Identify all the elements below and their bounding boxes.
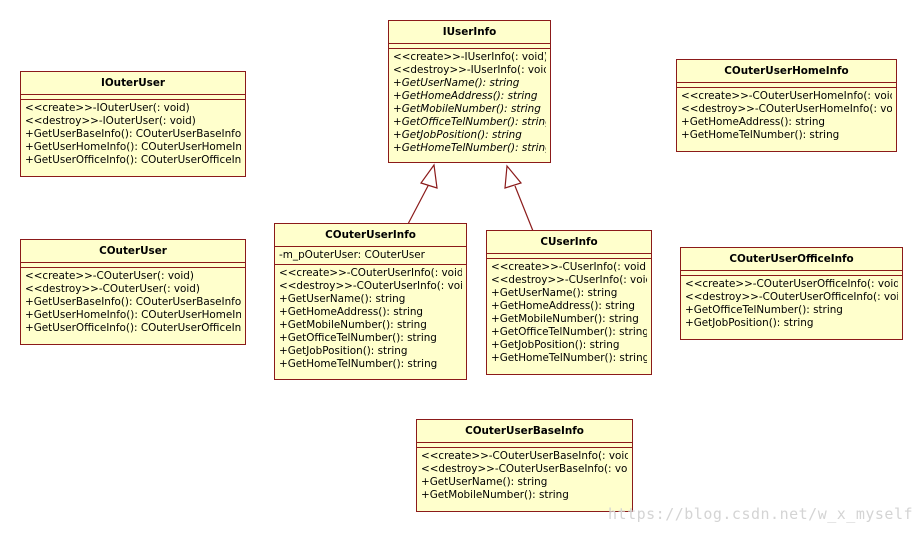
attributes-section	[417, 443, 632, 448]
class-name: COuterUserOfficeInfo	[681, 248, 902, 271]
class-couteruser[interactable]: COuterUser <<create>>-COuterUser(: void)…	[20, 239, 246, 345]
attributes-section	[487, 254, 651, 259]
class-name: COuterUserBaseInfo	[417, 420, 632, 443]
class-couteruserbaseinfo[interactable]: COuterUserBaseInfo <<create>>-COuterUser…	[416, 419, 633, 512]
class-couteruserhomeinfo[interactable]: COuterUserHomeInfo <<create>>-COuterUser…	[676, 59, 897, 152]
class-name: IOuterUser	[21, 72, 245, 95]
method-item: +GetUserBaseInfo(): COuterUserBaseInfo	[25, 128, 241, 140]
method-item: +GetJobPosition(): string	[685, 317, 814, 329]
methods-section: <<create>>-IUserInfo(: void)<<destroy>>-…	[389, 49, 550, 157]
method-item: <<destroy>>-IUserInfo(: void)	[393, 64, 546, 76]
method-item: +GetHomeAddress(): string	[393, 90, 538, 102]
method-item: <<create>>-IUserInfo(: void)	[393, 51, 546, 63]
method-item: +GetUserName(): string	[491, 287, 618, 299]
attributes-section	[681, 271, 902, 276]
method-item: <<create>>-IOuterUser(: void)	[25, 102, 190, 114]
method-item: +GetJobPosition(): string	[279, 345, 408, 357]
methods-section: <<create>>-COuterUserOfficeInfo(: void)<…	[681, 276, 902, 332]
method-item: +GetHomeAddress(): string	[279, 306, 424, 318]
method-item: +GetUserName(): string	[393, 77, 520, 89]
method-item: +GetUserName(): string	[421, 476, 548, 488]
method-item: <<create>>-COuterUserOfficeInfo(: void)	[685, 278, 898, 290]
method-item: <<create>>-COuterUser(: void)	[25, 270, 194, 282]
methods-section: <<create>>-COuterUserBaseInfo(: void)<<d…	[417, 448, 632, 504]
method-item: +GetOfficeTelNumber(): string	[279, 332, 437, 344]
class-iuserinfo[interactable]: IUserInfo <<create>>-IUserInfo(: void)<<…	[388, 20, 551, 163]
method-item: <<create>>-CUserInfo(: void)	[491, 261, 647, 273]
method-item: <<create>>-COuterUserInfo(: void)	[279, 267, 462, 279]
method-item: +GetOfficeTelNumber(): string	[491, 326, 647, 338]
class-iouteruser[interactable]: IOuterUser <<create>>-IOuterUser(: void)…	[20, 71, 246, 177]
method-item: <<destroy>>-COuterUser(: void)	[25, 283, 200, 295]
class-name: COuterUserInfo	[275, 224, 466, 247]
method-item: <<destroy>>-COuterUserOfficeInfo(: void)	[685, 291, 898, 303]
class-cuserinfo[interactable]: CUserInfo <<create>>-CUserInfo(: void)<<…	[486, 230, 652, 375]
method-item: +GetUserHomeInfo(): COuterUserHomeInfo	[25, 141, 241, 153]
method-item: <<destroy>>-COuterUserHomeInfo(: void)	[681, 103, 892, 115]
methods-section: <<create>>-COuterUserHomeInfo(: void)<<d…	[677, 88, 896, 144]
method-item: +GetUserHomeInfo(): COuterUserHomeInfo	[25, 309, 241, 321]
method-item: +GetHomeTelNumber(): string	[681, 129, 840, 141]
class-name: COuterUserHomeInfo	[677, 60, 896, 83]
method-item: +GetUserOfficeInfo(): COuterUserOfficeIn…	[25, 154, 241, 166]
method-item: +GetUserBaseInfo(): COuterUserBaseInfo	[25, 296, 241, 308]
method-item: +GetMobileNumber(): string	[491, 313, 639, 325]
class-name: IUserInfo	[389, 21, 550, 44]
attributes-section	[389, 44, 550, 49]
watermark: https://blog.csdn.net/w_x_myself	[608, 505, 913, 523]
method-item: <<destroy>>-IOuterUser(: void)	[25, 115, 196, 127]
attributes-section	[21, 95, 245, 100]
method-item: +GetUserName(): string	[279, 293, 406, 305]
method-item: +GetHomeTelNumber(): string	[279, 358, 438, 370]
method-item: <<destroy>>-COuterUserInfo(: void)	[279, 280, 462, 292]
attribute-item: -m_pOuterUser: COuterUser	[279, 249, 425, 261]
method-item: +GetJobPosition(): string	[393, 129, 522, 141]
class-couteruserofficeinfo[interactable]: COuterUserOfficeInfo <<create>>-COuterUs…	[680, 247, 903, 340]
method-item: +GetUserOfficeInfo(): COuterUserOfficeIn…	[25, 322, 241, 334]
method-item: +GetMobileNumber(): string	[421, 489, 569, 501]
class-name: CUserInfo	[487, 231, 651, 254]
generalization-arrowhead-cuserinfo	[504, 164, 523, 189]
method-item: +GetJobPosition(): string	[491, 339, 620, 351]
attributes-section: -m_pOuterUser: COuterUser	[275, 247, 466, 265]
generalization-line-cuserinfo	[514, 185, 534, 232]
method-item: +GetOfficeTelNumber(): string	[393, 116, 546, 128]
method-item: <<destroy>>-COuterUserBaseInfo(: void)	[421, 463, 628, 475]
method-item: +GetHomeTelNumber(): string	[393, 142, 546, 154]
method-item: +GetMobileNumber(): string	[393, 103, 541, 115]
methods-section: <<create>>-COuterUserInfo(: void)<<destr…	[275, 265, 466, 373]
generalization-arrowhead-couteruserinfo	[420, 163, 438, 189]
method-item: +GetHomeAddress(): string	[491, 300, 636, 312]
method-item: <<destroy>>-CUserInfo(: void)	[491, 274, 647, 286]
class-name: COuterUser	[21, 240, 245, 263]
method-item: <<create>>-COuterUserBaseInfo(: void)	[421, 450, 628, 462]
attributes-section	[21, 263, 245, 268]
attributes-section	[677, 83, 896, 88]
method-item: +GetHomeAddress(): string	[681, 116, 826, 128]
class-couteruserinfo[interactable]: COuterUserInfo -m_pOuterUser: COuterUser…	[274, 223, 467, 380]
method-item: +GetMobileNumber(): string	[279, 319, 427, 331]
methods-section: <<create>>-CUserInfo(: void)<<destroy>>-…	[487, 259, 651, 367]
generalization-line-couteruserinfo	[407, 183, 430, 225]
methods-section: <<create>>-IOuterUser(: void)<<destroy>>…	[21, 100, 245, 169]
method-item: +GetOfficeTelNumber(): string	[685, 304, 843, 316]
method-item: <<create>>-COuterUserHomeInfo(: void)	[681, 90, 892, 102]
methods-section: <<create>>-COuterUser(: void)<<destroy>>…	[21, 268, 245, 337]
method-item: +GetHomeTelNumber(): string	[491, 352, 647, 364]
